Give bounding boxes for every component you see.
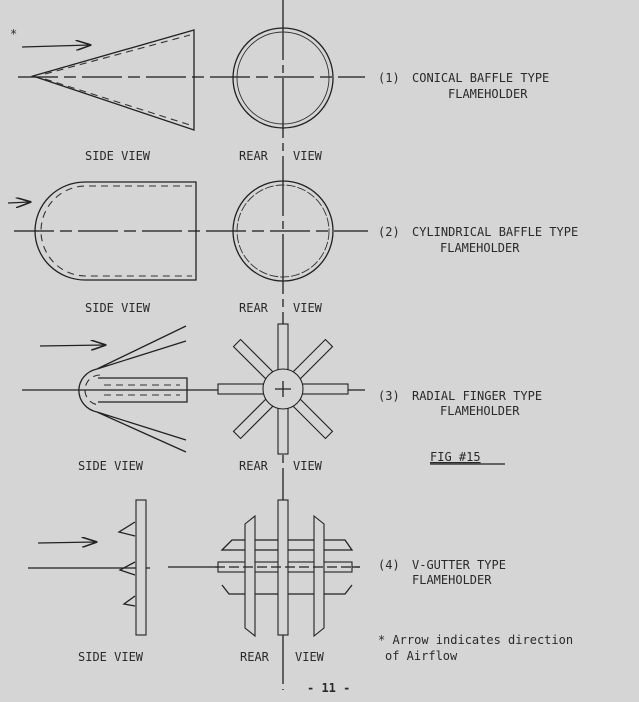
rear-view-caption-right: VIEW xyxy=(293,459,323,473)
panel-label: CYLINDRICAL BAFFLE TYPE xyxy=(412,225,578,239)
panel-number: (2) xyxy=(378,225,400,239)
figure-title: FIG #15 xyxy=(430,450,481,464)
footnote-line2: of Airflow xyxy=(385,649,458,663)
rear-view-caption-right: VIEW xyxy=(293,149,323,163)
panel-label: RADIAL FINGER TYPE xyxy=(412,389,542,403)
side-view-caption: SIDE VIEW xyxy=(78,459,144,473)
v-gutter-side-bar xyxy=(135,499,147,636)
panel-number: (4) xyxy=(378,558,400,572)
v-gutter-side-profiles xyxy=(117,521,136,607)
panel-label-line2: FLAMEHOLDER xyxy=(440,241,520,255)
footnote-line1: * Arrow indicates direction xyxy=(378,633,573,647)
v-gutter-rear-view xyxy=(215,499,360,638)
rear-view-caption-left: REAR xyxy=(240,650,270,664)
panel-number: (1) xyxy=(378,71,400,85)
cylinder-inner-dashed xyxy=(40,185,192,277)
panel-radial-finger: (3) RADIAL FINGER TYPE FLAMEHOLDER FIG #… xyxy=(22,323,542,473)
cone-side-view xyxy=(30,29,195,131)
rear-view-caption-left: REAR xyxy=(239,301,269,315)
airflow-arrow xyxy=(37,542,96,543)
radial-rear-view xyxy=(217,323,349,455)
cone-inner-dashed xyxy=(44,34,191,126)
panel-label: V-GUTTER TYPE xyxy=(412,558,506,572)
panel-number: (3) xyxy=(378,389,400,403)
cylinder-rear-inner-circle xyxy=(236,184,330,278)
panel-v-gutter: (4) V-GUTTER TYPE FLAMEHOLDER * Arrow in… xyxy=(28,499,573,664)
panel-label-line2: FLAMEHOLDER xyxy=(440,404,520,418)
side-view-caption: SIDE VIEW xyxy=(78,650,144,664)
panel-label-line2: FLAMEHOLDER xyxy=(448,87,528,101)
cone-rear-inner-circle xyxy=(236,31,330,125)
cone-rear-outer-circle xyxy=(232,27,334,129)
radial-finger-dashed xyxy=(84,374,180,406)
rear-view-caption-right: VIEW xyxy=(293,301,323,315)
footnote-asterisk: * xyxy=(10,27,17,41)
page-number: - 11 - xyxy=(307,681,350,695)
side-view-caption: SIDE VIEW xyxy=(85,301,151,315)
panel-cylindrical-baffle: (2) CYLINDRICAL BAFFLE TYPE FLAMEHOLDER … xyxy=(7,180,578,315)
panel-label-line2: FLAMEHOLDER xyxy=(412,573,492,587)
rear-view-caption-left: REAR xyxy=(239,459,269,473)
cylinder-side-view xyxy=(34,181,197,281)
panel-conical-baffle: * (1) CONICAL BAFFLE TYPE FLAMEHOLDER SI… xyxy=(10,27,549,163)
airflow-arrow xyxy=(7,202,30,203)
radial-finger-side xyxy=(96,325,188,453)
cylinder-rear-outer-circle xyxy=(232,180,334,282)
rear-view-caption-left: REAR xyxy=(239,149,269,163)
panel-label: CONICAL BAFFLE TYPE xyxy=(412,71,549,85)
airflow-arrow xyxy=(21,45,90,47)
side-view-caption: SIDE VIEW xyxy=(85,149,151,163)
rear-view-caption-right: VIEW xyxy=(295,650,325,664)
airflow-arrow xyxy=(39,345,105,346)
